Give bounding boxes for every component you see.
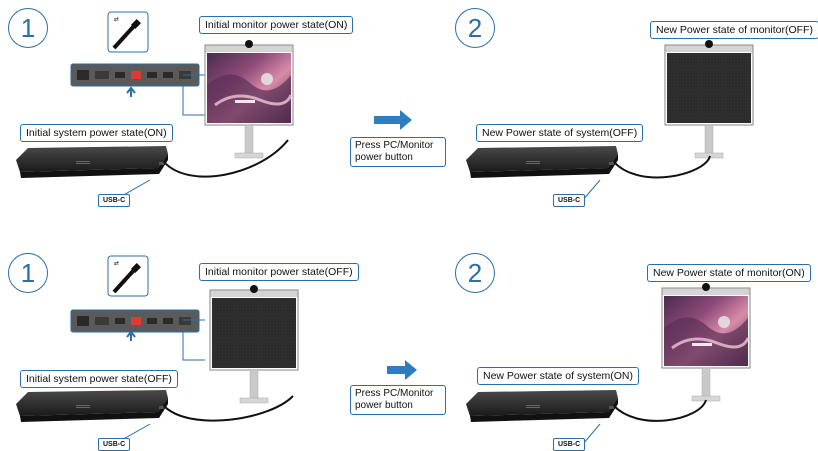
- bottom-step1-cable: [163, 395, 294, 422]
- bottom-press-line1: Press PC/Monitor: [355, 388, 434, 399]
- bottom-initial-monitor-label: Initial monitor power state(OFF): [199, 263, 359, 281]
- bottom-initial-system-label: Initial system power state(OFF): [20, 370, 178, 388]
- bottom-step1-dock: [16, 390, 168, 422]
- bottom-step2-cable: [613, 399, 707, 422]
- top-press-line2: power button: [355, 152, 413, 163]
- bottom-usbc-left-label: USB-C: [98, 438, 131, 451]
- top-step2-monitor: [664, 39, 754, 159]
- top-step1-dock: [16, 146, 168, 178]
- top-transition-arrow: [374, 110, 412, 130]
- bottom-press-line2: power button: [355, 400, 413, 411]
- bottom-step1-rear-panel: [70, 309, 200, 333]
- bottom-transition-arrow: [387, 360, 417, 380]
- top-press-line1: Press PC/Monitor: [355, 140, 434, 151]
- bottom-step2-number: 2: [455, 253, 495, 293]
- top-step2-dock: [466, 146, 618, 178]
- top-usbc-right-label: USB-C: [553, 194, 586, 207]
- top-usbc-left-label: USB-C: [98, 194, 131, 207]
- top-step1-cable: [163, 139, 289, 178]
- bottom-step1-connector-line: [182, 319, 205, 361]
- bottom-step2-dock: [466, 390, 618, 422]
- top-new-system-label: New Power state of system(OFF): [476, 124, 644, 142]
- top-initial-monitor-label: Initial monitor power state(ON): [199, 16, 354, 34]
- bottom-new-monitor-label: New Power state of monitor(ON): [647, 264, 811, 282]
- top-press-button-instruction: Press PC/Monitor power button: [350, 137, 446, 167]
- bottom-press-button-instruction: Press PC/Monitor power button: [350, 385, 446, 415]
- top-initial-system-label: Initial system power state(ON): [20, 124, 173, 142]
- bottom-step1-usb-callout: [106, 254, 150, 298]
- top-step1-connector-line: [182, 74, 205, 116]
- bottom-step2-monitor: [661, 282, 751, 402]
- bottom-step1-up-arrow: [126, 330, 136, 341]
- top-step1-number: 1: [8, 8, 48, 48]
- bottom-step1-monitor: [209, 284, 299, 404]
- top-step1-rear-panel: [70, 63, 200, 87]
- bottom-usbc-right-label: USB-C: [553, 438, 586, 451]
- top-step1-usb-callout: [106, 10, 150, 54]
- bottom-new-system-label: New Power state of system(ON): [477, 367, 639, 385]
- top-new-monitor-label: New Power state of monitor(OFF): [650, 21, 818, 39]
- bottom-step1-number: 1: [8, 253, 48, 293]
- top-step2-usbc-pointer: [582, 179, 601, 201]
- top-step2-number: 2: [455, 8, 495, 48]
- top-step1-up-arrow: [126, 86, 136, 97]
- top-step2-cable: [613, 155, 711, 179]
- bottom-step2-usbc-pointer: [582, 423, 601, 445]
- top-step1-monitor: [204, 39, 294, 159]
